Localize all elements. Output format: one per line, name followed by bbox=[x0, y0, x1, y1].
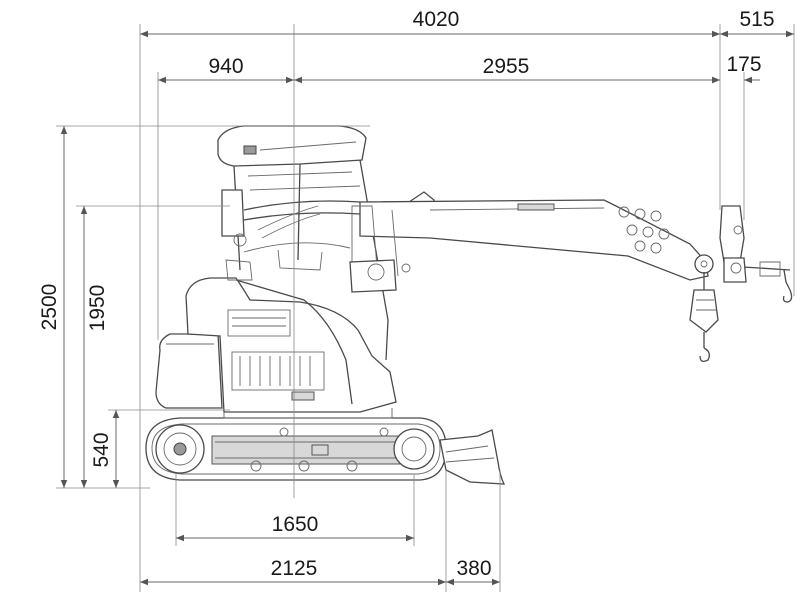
dozer-blade bbox=[439, 429, 506, 485]
label-overall-length: 4020 bbox=[413, 8, 460, 31]
label-track-tumbler-length: 1650 bbox=[272, 513, 319, 536]
label-overall-height: 2500 bbox=[38, 284, 61, 331]
telescopic-boom bbox=[243, 191, 714, 293]
label-rear-to-slew: 940 bbox=[208, 55, 243, 78]
dimension-labels: 4020 515 940 2955 175 2500 1950 540 1650… bbox=[38, 8, 775, 580]
label-track-height: 540 bbox=[90, 432, 113, 467]
label-boom-pivot-height: 1950 bbox=[86, 285, 109, 332]
operator-cab bbox=[217, 125, 389, 361]
label-hook-inner-offset: 175 bbox=[726, 53, 761, 76]
label-blade-length: 380 bbox=[456, 557, 491, 580]
label-hook-offset: 515 bbox=[739, 8, 774, 31]
boom-head-pins bbox=[618, 206, 670, 254]
dimension-lines bbox=[60, 30, 794, 586]
engine-grille bbox=[227, 309, 325, 391]
jib-and-hook bbox=[689, 205, 793, 362]
crawler-track bbox=[145, 417, 447, 481]
extension-lines bbox=[56, 24, 795, 592]
upper-body bbox=[155, 277, 397, 419]
crane-illustration bbox=[145, 125, 793, 485]
label-slew-to-boom-tip: 2955 bbox=[483, 55, 530, 78]
label-track-length: 2125 bbox=[271, 557, 318, 580]
